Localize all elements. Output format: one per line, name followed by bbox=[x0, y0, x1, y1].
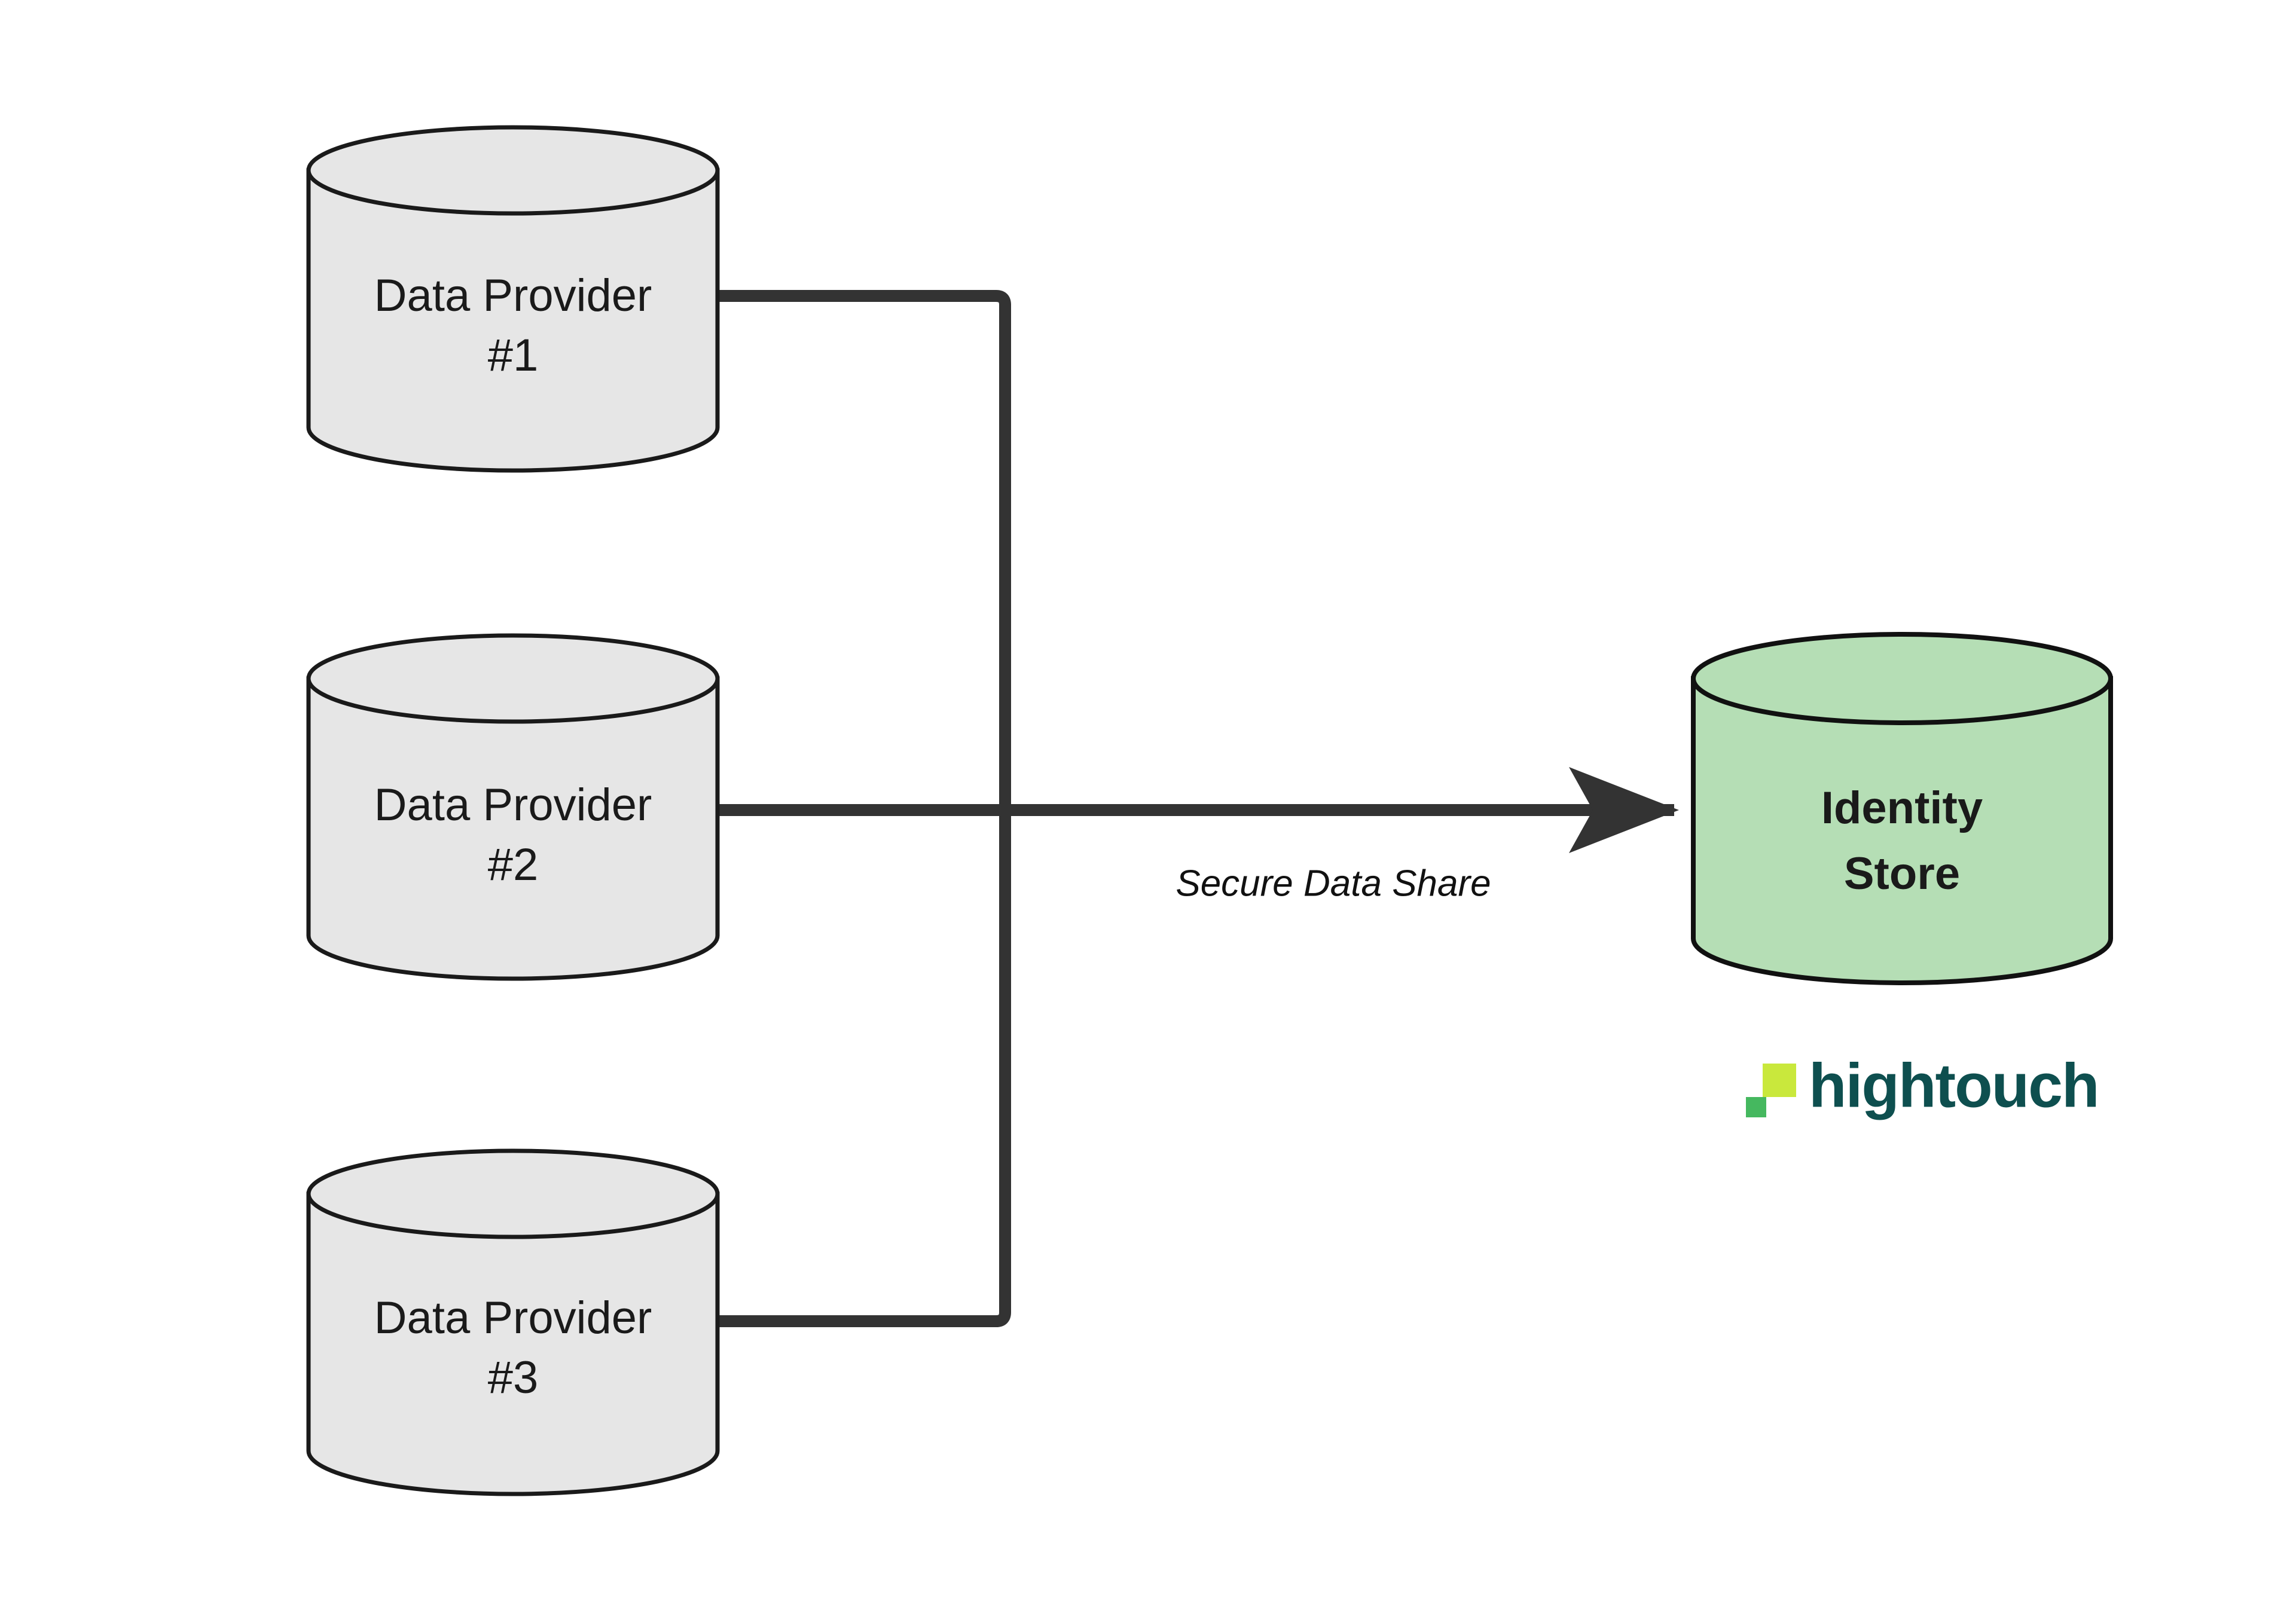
node-data-provider-1[interactable]: Data Provider #1 bbox=[306, 125, 720, 473]
hightouch-logo: hightouch bbox=[1746, 1051, 2100, 1120]
edge-label-secure-data-share: Secure Data Share bbox=[1176, 863, 1491, 904]
cylinder-top-provider-1 bbox=[306, 125, 720, 216]
provider-1-label-line1: Data Provider bbox=[374, 270, 652, 321]
node-data-provider-2[interactable]: Data Provider #2 bbox=[306, 633, 720, 981]
provider-2-label-line1: Data Provider bbox=[374, 780, 652, 830]
node-identity-store[interactable]: Identity Store bbox=[1691, 632, 2113, 985]
cylinder-body-provider-2 bbox=[306, 676, 720, 981]
connector-layer bbox=[715, 290, 1680, 1327]
cylinder-body-identity-store bbox=[1691, 676, 2113, 985]
logo-lime-square bbox=[1763, 1064, 1796, 1097]
provider-1-label-line2: #1 bbox=[488, 330, 539, 381]
provider-3-label-line2: #3 bbox=[488, 1352, 539, 1403]
connector-provider3-to-trunk bbox=[715, 807, 1011, 1327]
connector-provider1-to-trunk bbox=[715, 290, 1011, 813]
hightouch-wordmark: hightouch bbox=[1809, 1051, 2099, 1120]
node-data-provider-3[interactable]: Data Provider #3 bbox=[306, 1148, 720, 1496]
provider-3-label-line1: Data Provider bbox=[374, 1293, 652, 1343]
identity-store-label-line1: Identity bbox=[1821, 783, 1983, 833]
cylinder-body-provider-3 bbox=[306, 1191, 720, 1496]
hightouch-logo-mark bbox=[1746, 1064, 1796, 1117]
cylinder-body-provider-1 bbox=[306, 168, 720, 473]
identity-store-label-line2: Store bbox=[1844, 848, 1960, 899]
cylinder-top-provider-2 bbox=[306, 633, 720, 724]
provider-2-label-line2: #2 bbox=[488, 839, 539, 890]
cylinder-top-identity-store bbox=[1691, 632, 2113, 725]
cylinder-top-provider-3 bbox=[306, 1148, 720, 1239]
logo-green-square bbox=[1746, 1097, 1766, 1117]
